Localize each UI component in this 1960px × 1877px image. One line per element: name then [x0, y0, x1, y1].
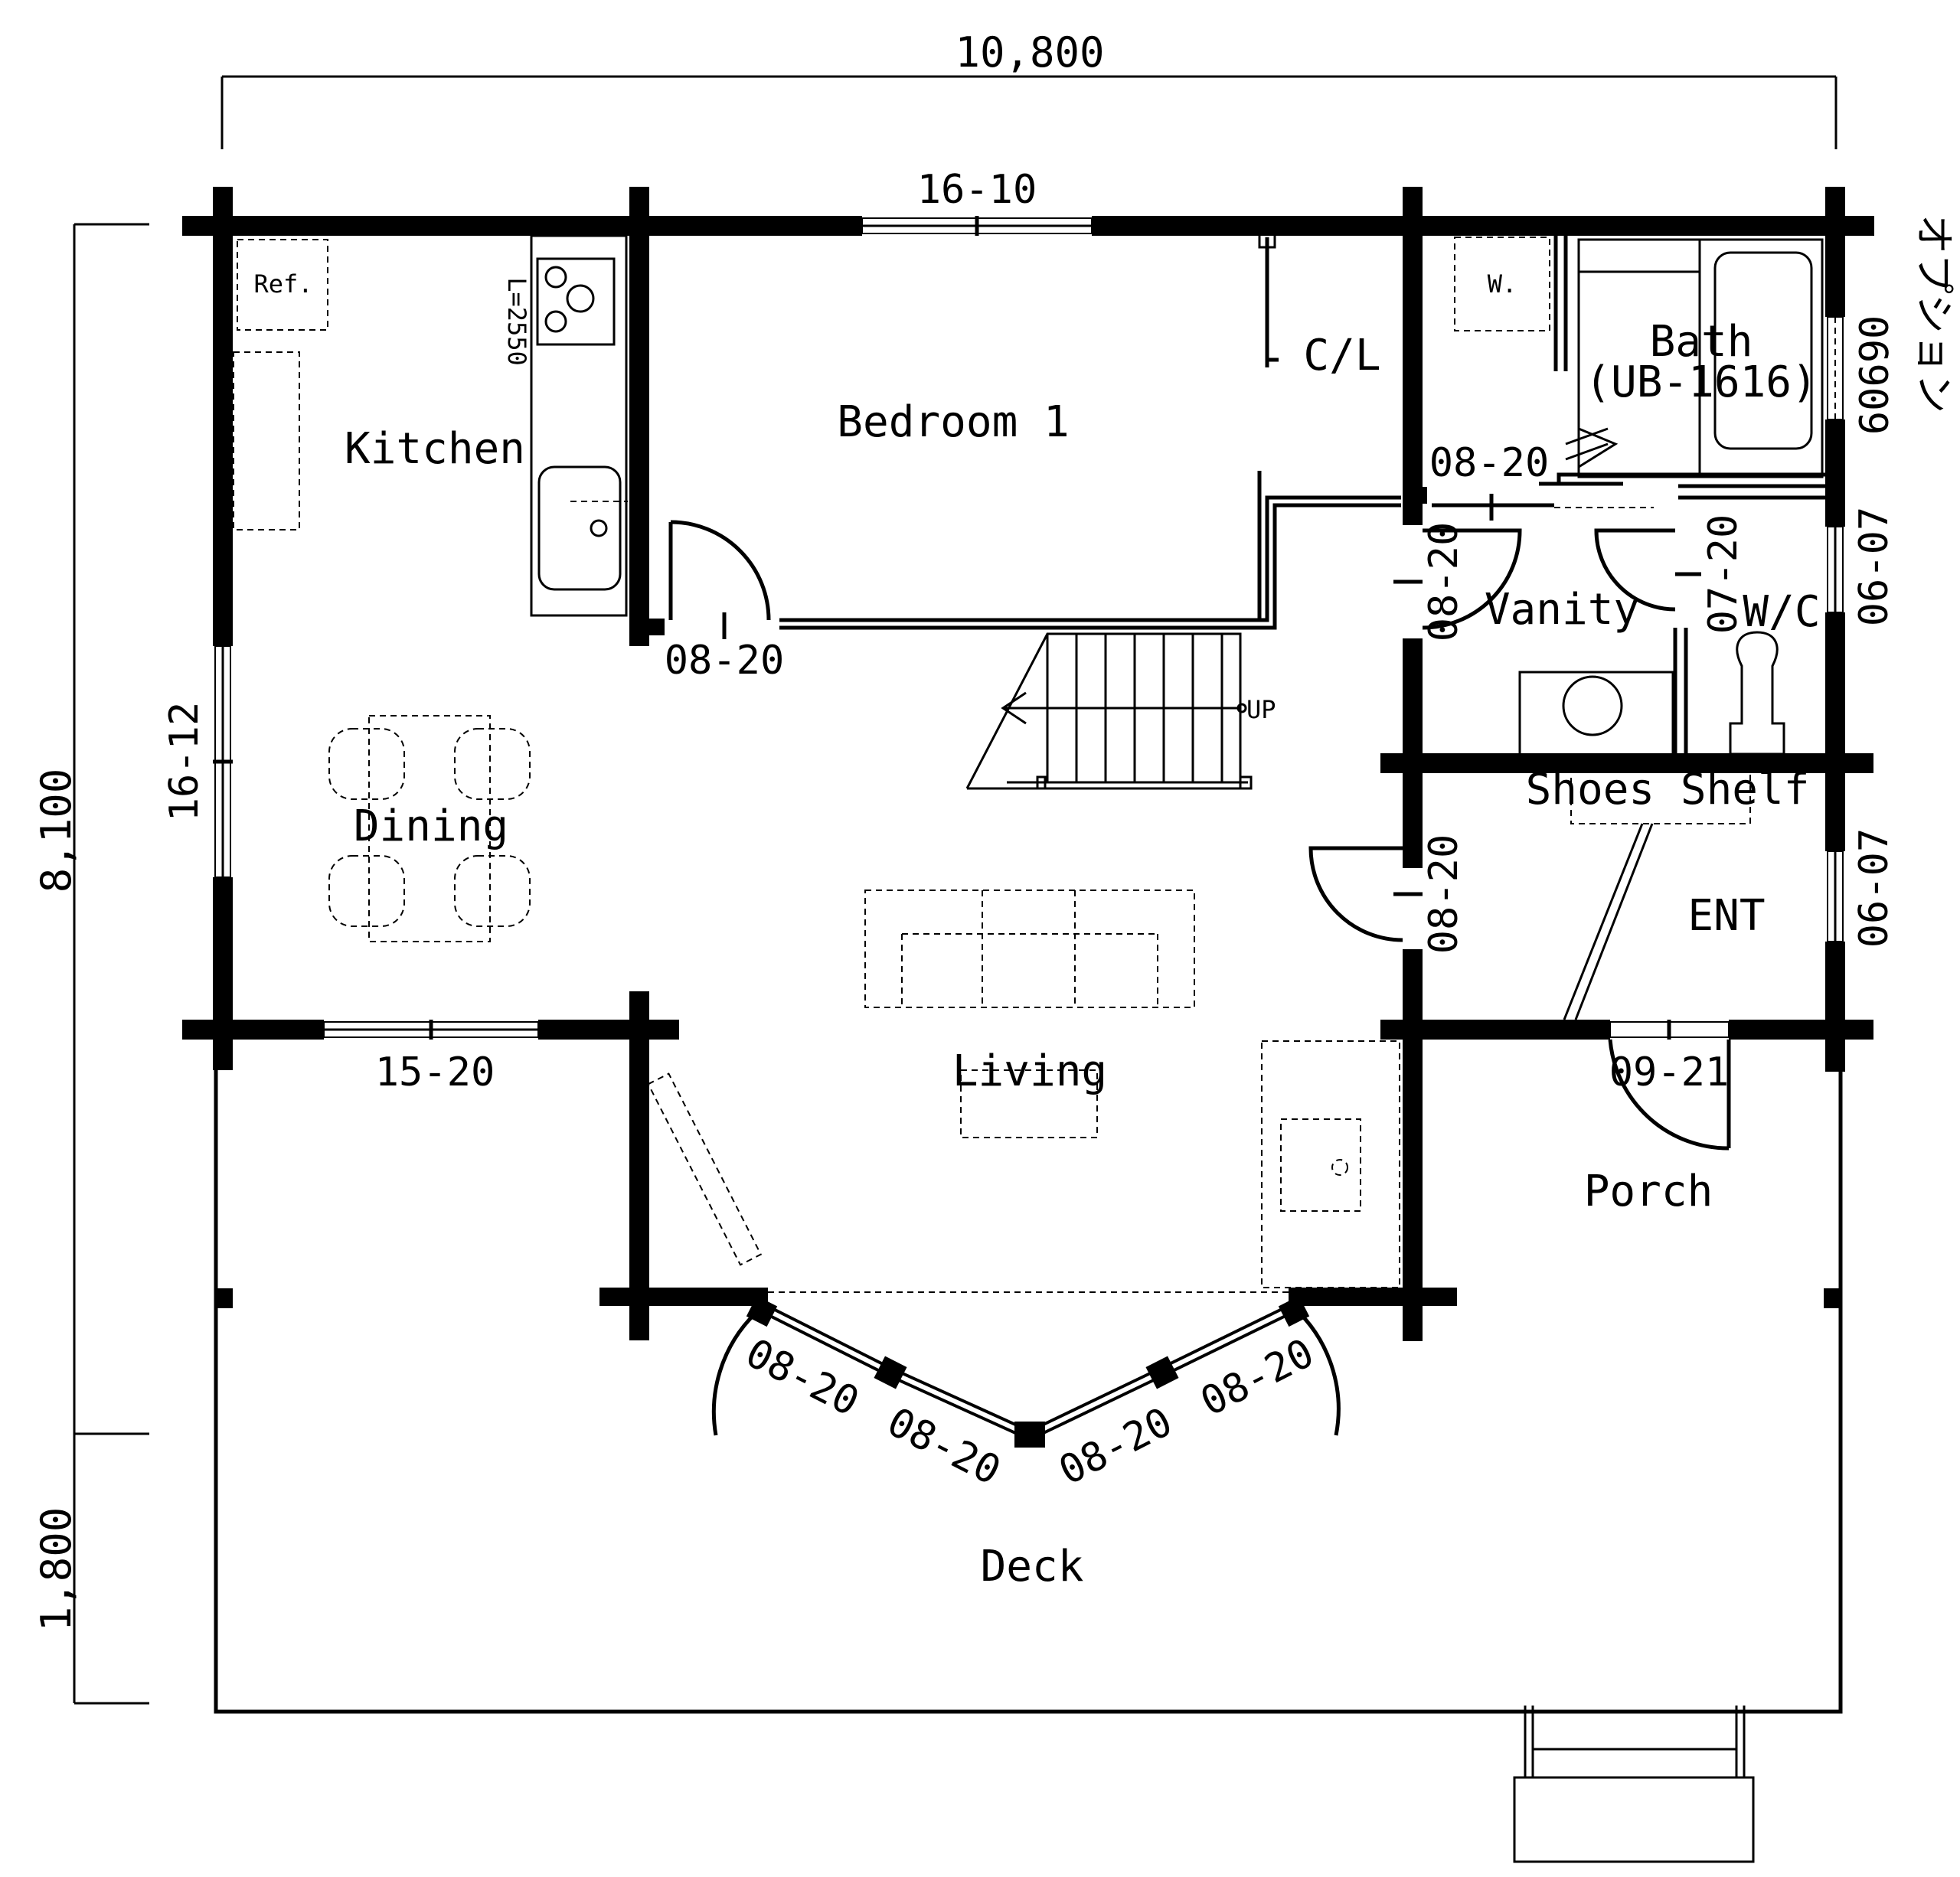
door-code-front: 09-21 — [1609, 1049, 1730, 1095]
room-label-living: Living — [952, 1046, 1107, 1096]
room-label-closet: C/L — [1303, 331, 1380, 380]
kitchen-fixtures — [233, 234, 628, 617]
window-code-ent: 06-07 — [1851, 828, 1897, 948]
room-label-dining: Dining — [354, 801, 508, 851]
room-label-kitchen: Kitchen — [345, 424, 525, 474]
refrigerator — [237, 239, 328, 331]
living-furniture — [647, 890, 1400, 1288]
dim-deck-depth: 1,800 — [32, 1507, 80, 1632]
option-note: オプション — [1910, 214, 1956, 413]
door-code-bedroom: 08-20 — [665, 638, 785, 684]
deck-steps — [1513, 1706, 1755, 1863]
room-label-wc: W/C — [1743, 587, 1820, 637]
refrigerator-label: Ref. — [253, 269, 312, 299]
dining-set — [328, 715, 531, 942]
bath-fixtures — [1454, 237, 1824, 756]
window-code-bottom-kitchen: 15-20 — [375, 1049, 495, 1095]
room-label-bath-unit: (UB-1616) — [1585, 357, 1817, 407]
door-code-vanity: 08-20 — [1421, 522, 1467, 642]
door-code-ent-hall: 08-20 — [1421, 834, 1467, 955]
counter-length-label: L=2550 — [502, 277, 531, 366]
room-label-bath: Bath — [1650, 317, 1753, 367]
room-label-porch: Porch — [1584, 1167, 1713, 1216]
room-label-bedroom: Bedroom 1 — [837, 397, 1069, 447]
washer-label: W. — [1488, 269, 1517, 299]
room-label-deck: Deck — [981, 1542, 1084, 1591]
door-code-wc: 07-20 — [1700, 514, 1746, 635]
partitions — [648, 232, 1826, 754]
walls — [182, 187, 1874, 1341]
dimension-lines — [73, 75, 1838, 1705]
stairs — [965, 632, 1253, 790]
window-code-left-dining: 16-12 — [162, 702, 207, 822]
window-code-bath: 06909 — [1849, 315, 1895, 436]
bay-window — [711, 1291, 1341, 1448]
window-code-top-bedroom: 16-10 — [917, 167, 1037, 213]
room-label-shoes-shelf: Shoes Shelf — [1526, 765, 1810, 814]
room-label-entrance: ENT — [1687, 891, 1765, 941]
door-code-bath: 08-20 — [1429, 440, 1550, 486]
room-label-vanity: Vanity — [1485, 585, 1639, 635]
deck-outline — [214, 1064, 1843, 1714]
dim-total-depth: 8,100 — [32, 769, 80, 893]
entrance-details — [1563, 771, 1751, 1020]
stairs-up-label: UP — [1246, 695, 1276, 724]
window-code-wc: 06-07 — [1851, 507, 1897, 627]
windows — [213, 216, 1844, 1040]
dim-total-width: 10,800 — [955, 28, 1104, 77]
